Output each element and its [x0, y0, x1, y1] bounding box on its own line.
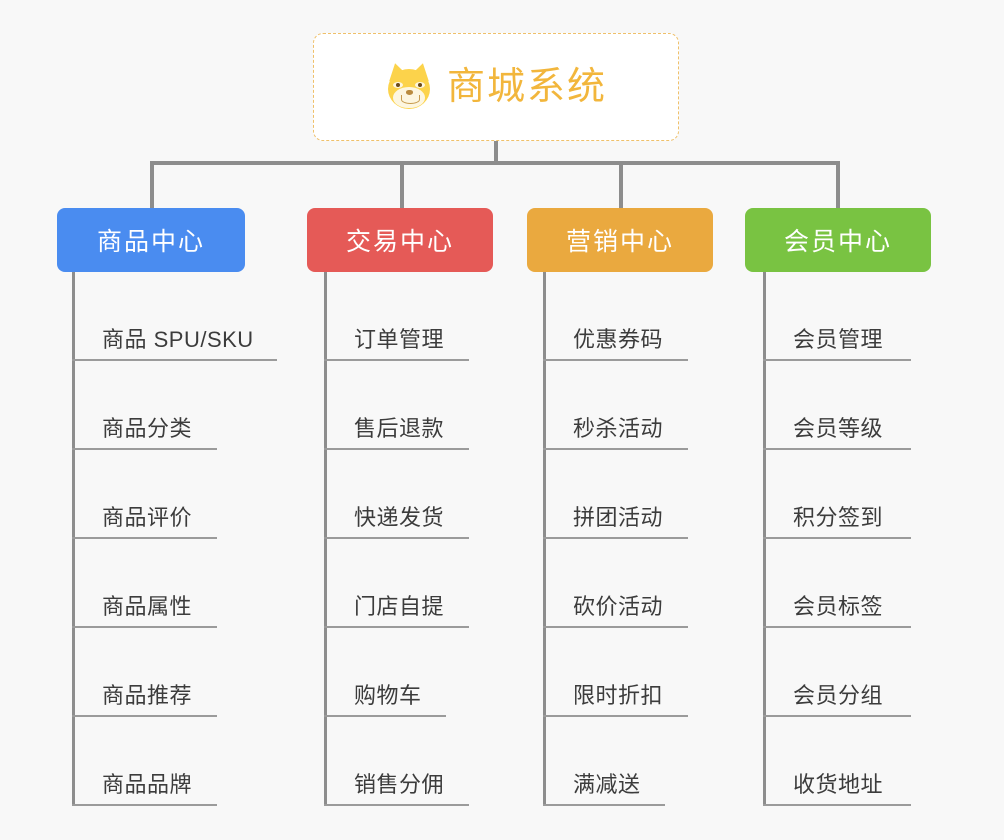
leaf-item[interactable]: 秒杀活动: [543, 361, 688, 450]
leaf-item[interactable]: 门店自提: [324, 539, 469, 628]
category-box-2[interactable]: 交易中心: [307, 208, 493, 272]
leaf-item[interactable]: 商品推荐: [72, 628, 254, 717]
leaf-item[interactable]: 购物车: [324, 628, 446, 717]
category-box-3[interactable]: 营销中心: [527, 208, 713, 272]
leaf-item-underline: [543, 359, 688, 361]
leaf-item-label: 快递发货: [354, 505, 445, 530]
leaf-item-underline: [324, 715, 446, 717]
leaf-item[interactable]: 拼团活动: [543, 450, 688, 539]
leaf-item-underline: [763, 359, 911, 361]
leaf-column-1: 商品 SPU/SKU 商品分类商品评价商品属性商品推荐商品品牌: [72, 272, 277, 806]
leaf-item-label: 商品属性: [102, 594, 193, 619]
leaf-item-label: 售后退款: [354, 416, 445, 441]
leaf-item[interactable]: 销售分佣: [324, 717, 469, 806]
leaf-item-underline: [763, 537, 911, 539]
leaf-item-underline: [72, 537, 217, 539]
connector-horizontal-bus: [150, 161, 839, 165]
leaf-column-4: 会员管理会员等级积分签到会员标签会员分组收货地址: [763, 272, 911, 806]
leaf-item[interactable]: 快递发货: [324, 450, 469, 539]
leaf-item[interactable]: 收货地址: [763, 717, 911, 806]
leaf-item-underline: [324, 626, 469, 628]
root-node[interactable]: 商城系统: [313, 33, 679, 141]
leaf-item-underline: [324, 804, 469, 806]
connector-drop-4: [836, 161, 840, 209]
leaf-item-underline: [72, 626, 217, 628]
leaf-item-label: 商品 SPU/SKU: [102, 327, 254, 352]
leaf-item-underline: [543, 804, 665, 806]
leaf-item-label: 收货地址: [793, 772, 884, 797]
leaf-item-underline: [543, 715, 688, 717]
leaf-item[interactable]: 限时折扣: [543, 628, 688, 717]
connector-spine: [72, 272, 75, 806]
leaf-item-underline: [543, 626, 688, 628]
leaf-item-underline: [72, 448, 217, 450]
leaf-item-underline: [72, 804, 217, 806]
leaf-item-underline: [324, 448, 469, 450]
leaf-item-underline: [543, 448, 688, 450]
leaf-item-underline: [72, 715, 217, 717]
leaf-item-label: 秒杀活动: [573, 416, 664, 441]
connector-drop-3: [619, 161, 623, 209]
leaf-item[interactable]: 售后退款: [324, 361, 469, 450]
leaf-item-label: 优惠券码: [573, 327, 664, 352]
shiba-dog-face-icon: [385, 60, 433, 111]
category-title: 商品中心: [96, 228, 205, 256]
leaf-item[interactable]: 会员等级: [763, 361, 911, 450]
leaf-item-underline: [72, 359, 277, 361]
leaf-item-label: 订单管理: [354, 327, 445, 352]
leaf-item-label: 商品推荐: [102, 683, 193, 708]
leaf-item[interactable]: 商品评价: [72, 450, 254, 539]
leaf-item-label: 砍价活动: [573, 594, 664, 619]
leaf-item-underline: [324, 537, 469, 539]
leaf-item-underline: [763, 715, 911, 717]
leaf-item-underline: [763, 804, 911, 806]
leaf-item-label: 拼团活动: [573, 505, 664, 530]
leaf-item[interactable]: 商品 SPU/SKU: [72, 272, 277, 361]
leaf-item-label: 限时折扣: [573, 683, 664, 708]
leaf-item-label: 会员管理: [793, 327, 884, 352]
leaf-item[interactable]: 会员分组: [763, 628, 911, 717]
root-title: 商城系统: [446, 66, 607, 108]
leaf-item-label: 门店自提: [354, 594, 445, 619]
leaf-item[interactable]: 商品属性: [72, 539, 254, 628]
leaf-item[interactable]: 积分签到: [763, 450, 911, 539]
leaf-item[interactable]: 订单管理: [324, 272, 469, 361]
leaf-item[interactable]: 会员管理: [763, 272, 911, 361]
connector-spine: [763, 272, 766, 806]
leaf-item-underline: [543, 537, 688, 539]
leaf-item-label: 销售分佣: [354, 772, 445, 797]
connector-root-stem: [494, 141, 498, 165]
leaf-item[interactable]: 满减送: [543, 717, 665, 806]
leaf-item-label: 购物车: [354, 683, 422, 708]
category-box-1[interactable]: 商品中心: [57, 208, 245, 272]
category-title: 会员中心: [783, 228, 892, 256]
category-box-4[interactable]: 会员中心: [745, 208, 931, 272]
leaf-item-label: 会员分组: [793, 683, 884, 708]
connector-spine: [543, 272, 546, 806]
category-title: 营销中心: [565, 228, 674, 256]
leaf-item[interactable]: 商品品牌: [72, 717, 254, 806]
leaf-item[interactable]: 砍价活动: [543, 539, 688, 628]
leaf-item-label: 会员等级: [793, 416, 884, 441]
leaf-item-label: 商品品牌: [102, 772, 193, 797]
leaf-item[interactable]: 商品分类: [72, 361, 254, 450]
leaf-column-3: 优惠券码秒杀活动拼团活动砍价活动限时折扣满减送: [543, 272, 688, 806]
leaf-item[interactable]: 优惠券码: [543, 272, 688, 361]
leaf-item-underline: [763, 448, 911, 450]
leaf-item[interactable]: 会员标签: [763, 539, 911, 628]
leaf-item-underline: [324, 359, 469, 361]
leaf-item-label: 商品分类: [102, 416, 193, 441]
leaf-item-label: 积分签到: [793, 505, 884, 530]
connector-spine: [324, 272, 327, 806]
leaf-column-2: 订单管理售后退款快递发货门店自提购物车销售分佣: [324, 272, 469, 806]
leaf-item-underline: [763, 626, 911, 628]
connector-drop-1: [150, 161, 154, 209]
category-title: 交易中心: [345, 228, 454, 256]
connector-drop-2: [400, 161, 404, 209]
leaf-item-label: 会员标签: [793, 594, 884, 619]
leaf-item-label: 商品评价: [102, 505, 193, 530]
leaf-item-label: 满减送: [573, 772, 641, 797]
